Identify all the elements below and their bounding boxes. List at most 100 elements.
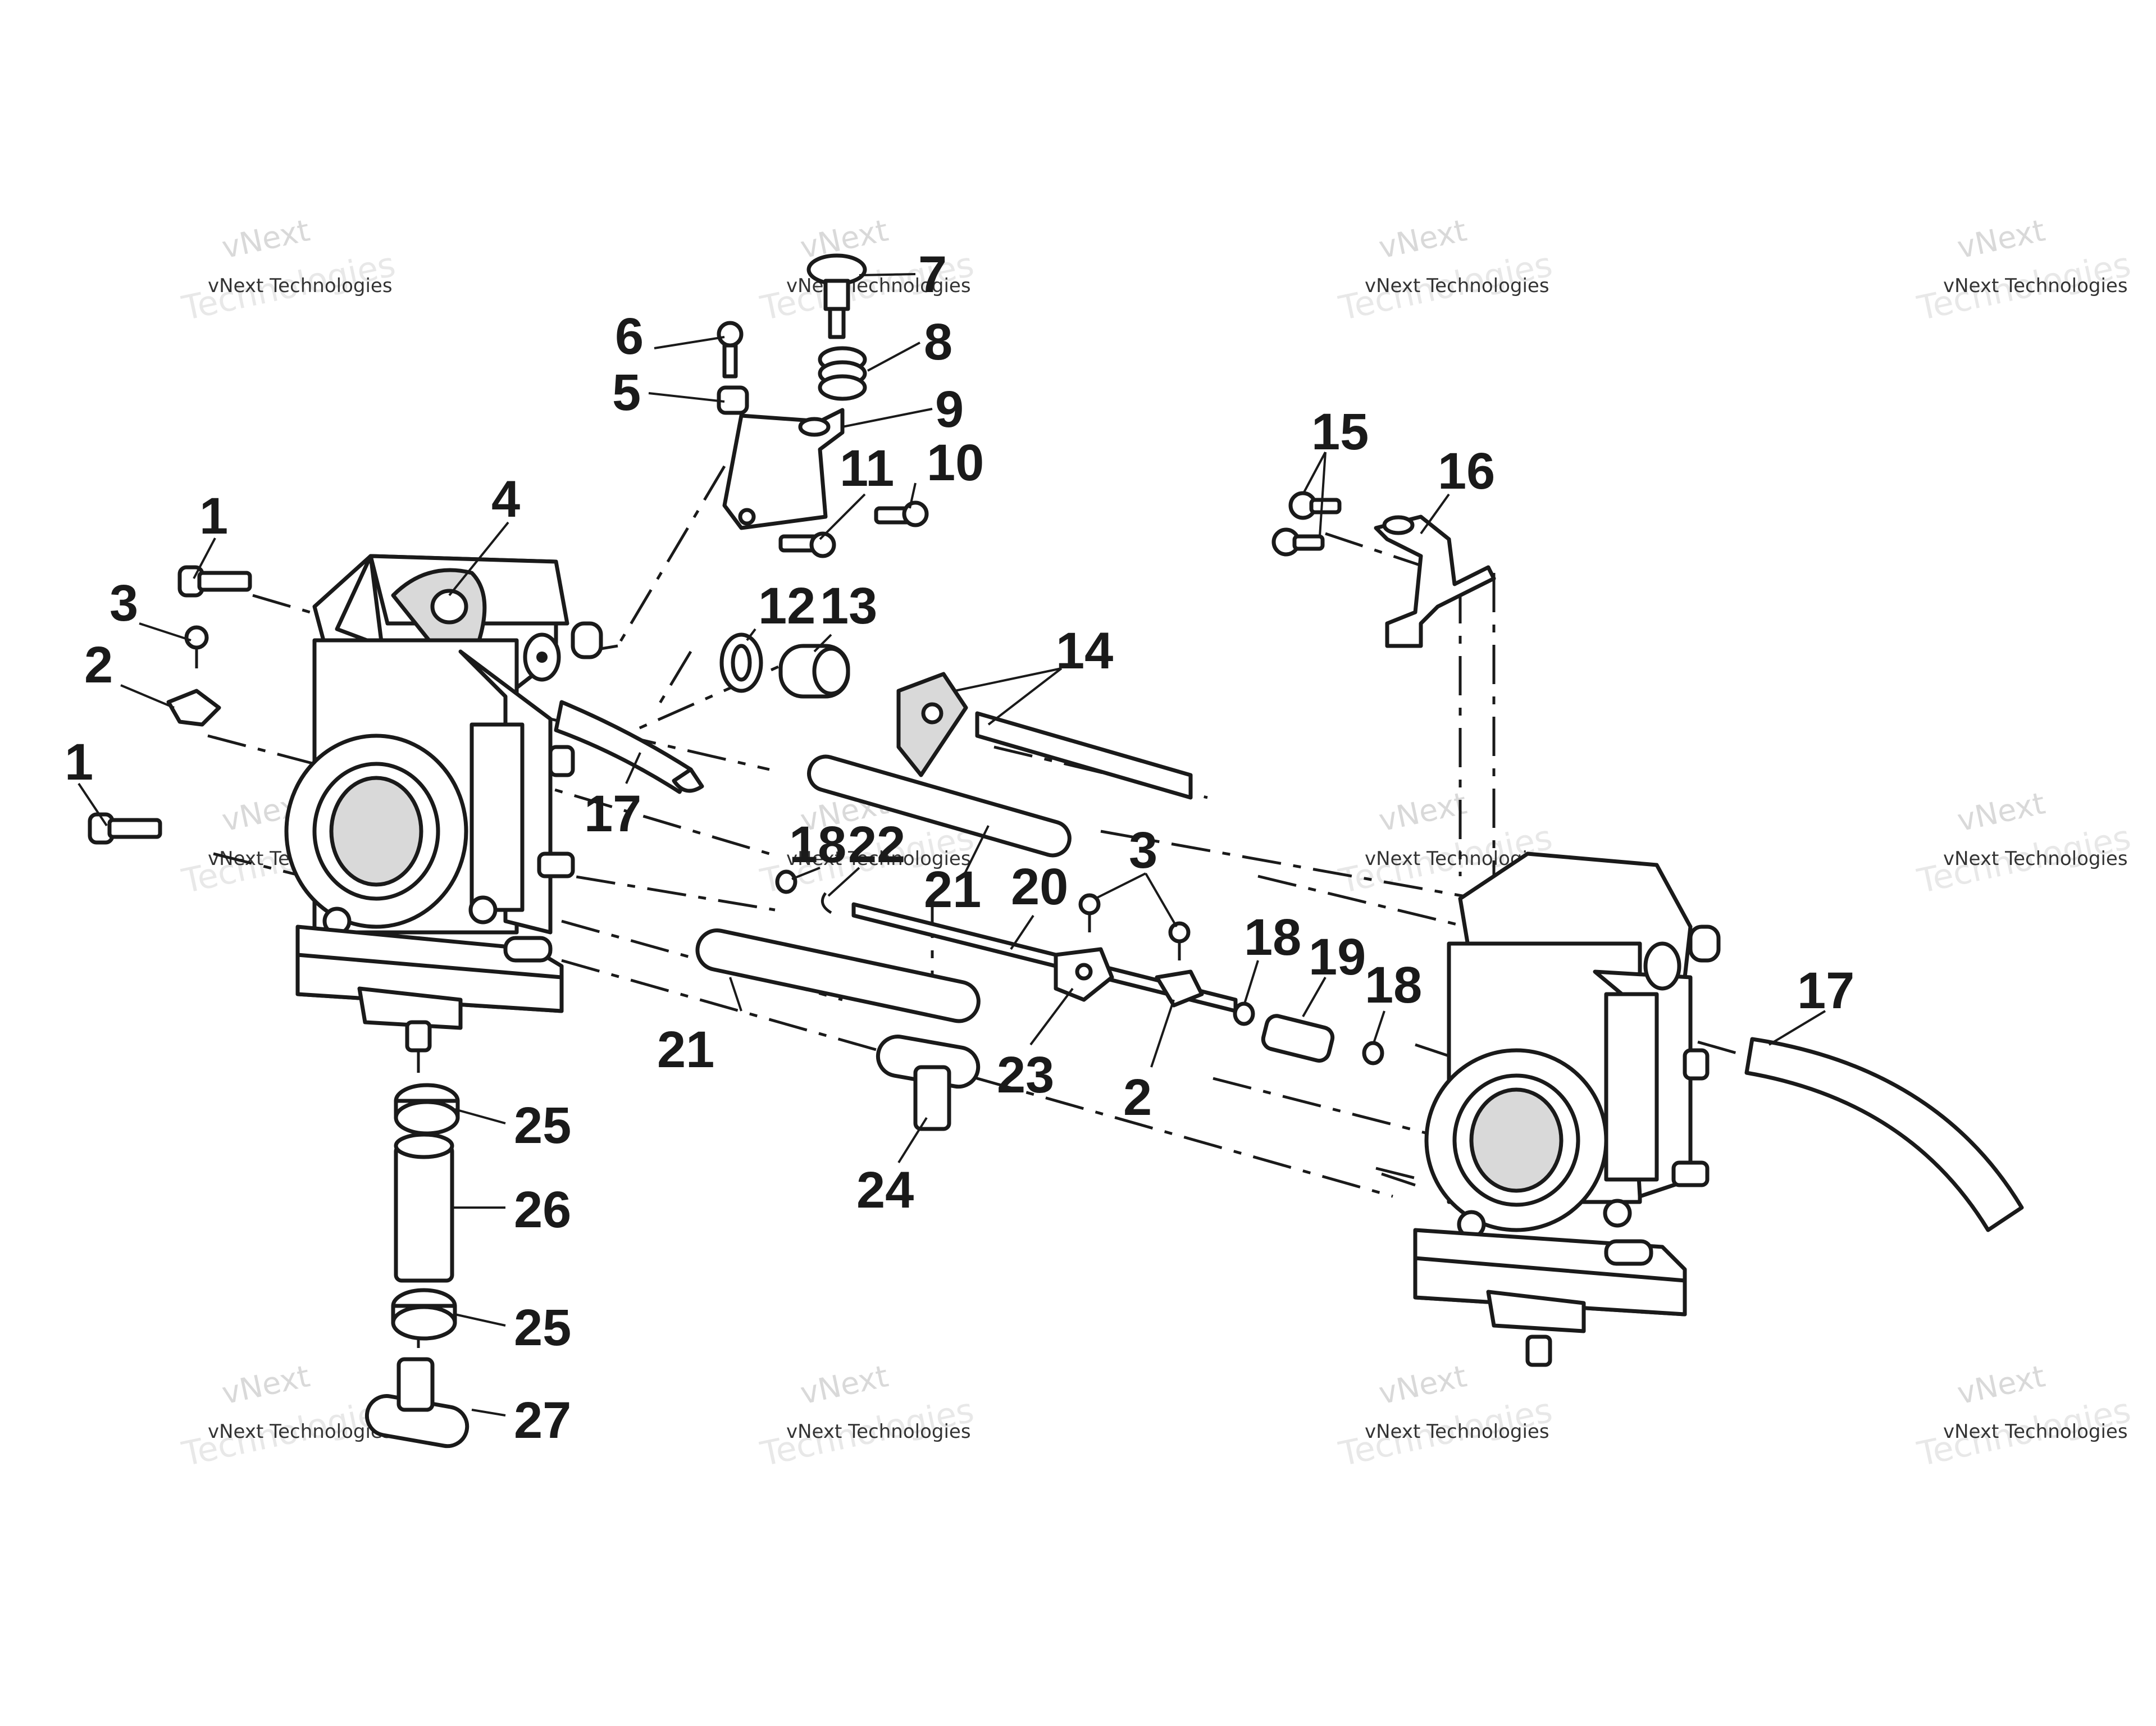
callout-2: 2 — [84, 636, 113, 694]
svg-text:vNext: vNext — [1954, 1358, 2048, 1411]
part-18-washer-right — [1362, 1041, 1384, 1065]
svg-text:vNext Technologies: vNext Technologies — [786, 1420, 971, 1443]
part-25-clamp-lower — [391, 1288, 457, 1341]
svg-text:vNext: vNext — [1376, 785, 1470, 838]
callout-23: 23 — [997, 1046, 1054, 1104]
callout-19: 19 — [1309, 928, 1366, 986]
callout-3: 3 — [110, 575, 138, 632]
watermark: vNext Technologies vNext Technologies — [179, 212, 399, 329]
callout-16: 16 — [1438, 443, 1495, 500]
part-19-spring — [1261, 1014, 1335, 1063]
svg-text:vNext Technologies: vNext Technologies — [1943, 275, 2128, 297]
callout-22: 22 — [848, 816, 905, 873]
part-21-shaft-lower — [695, 928, 981, 1023]
right-carburetor-body — [1413, 851, 1721, 1367]
callout-17: 17 — [584, 785, 641, 842]
callout-15: 15 — [1311, 403, 1369, 461]
part-3-screw-middle-left — [1078, 893, 1101, 932]
part-2-clip-middle — [1155, 969, 1204, 1008]
part-2-clip — [166, 689, 221, 727]
part-17-hose-right — [1744, 1037, 2024, 1232]
part-24-tee-fitting — [876, 1035, 981, 1131]
part-9-bracket — [722, 408, 845, 530]
callout-26: 26 — [514, 1181, 571, 1238]
part-27-tee-fitting — [364, 1357, 470, 1449]
svg-text:vNext Technologies: vNext Technologies — [1943, 848, 2128, 870]
svg-text:vNext Technologies: vNext Technologies — [1943, 1420, 2128, 1443]
svg-text:vNext: vNext — [1954, 212, 2048, 265]
part-22-clip — [821, 892, 832, 914]
svg-text:vNext Technologies: vNext Technologies — [1365, 1420, 1549, 1443]
part-15-screw-upper — [1288, 491, 1342, 520]
svg-text:vNext: vNext — [1376, 1358, 1470, 1411]
part-1-screw-lower — [88, 812, 162, 845]
watermark: vNext Technologies vNext Technologies — [757, 1358, 978, 1474]
part-18-washer-left — [775, 869, 797, 894]
part-16-bracket — [1374, 514, 1496, 648]
part-6-screw — [717, 321, 744, 379]
part-10-screw — [874, 500, 929, 527]
left-carburetor-body — [284, 554, 603, 1053]
callout-21: 21 — [924, 861, 981, 918]
callout-18: 18 — [1244, 909, 1301, 966]
callout-1: 1 — [199, 488, 228, 545]
part-5-spring — [717, 385, 749, 415]
callout-18: 18 — [789, 816, 846, 873]
callout-12: 12 — [758, 577, 815, 635]
callout-9: 9 — [935, 381, 964, 438]
part-1-screw-upper — [177, 565, 252, 598]
leader-lines — [78, 273, 1826, 1417]
svg-text:vNext: vNext — [1954, 785, 2048, 838]
callout-14: 14 — [1056, 622, 1113, 680]
part-21-shaft-upper — [807, 754, 1072, 858]
part-23-lever — [1054, 947, 1114, 1002]
callout-25: 25 — [514, 1097, 571, 1154]
watermark: vNext Technologies vNext Technologies — [1914, 1358, 2135, 1474]
callout-4: 4 — [491, 471, 520, 528]
callout-5: 5 — [612, 364, 641, 421]
part-3-screw-middle-right — [1168, 921, 1191, 960]
part-8-spring — [818, 346, 867, 401]
part-25-clamp-upper — [394, 1083, 460, 1136]
svg-text:vNext Technologies: vNext Technologies — [208, 275, 393, 297]
svg-text:vNext Technologies: vNext Technologies — [208, 1420, 393, 1443]
callout-21: 21 — [657, 1021, 714, 1078]
callout-18: 18 — [1365, 957, 1422, 1014]
callout-8: 8 — [924, 313, 952, 371]
svg-text:vNext: vNext — [219, 212, 313, 265]
callout-17: 17 — [1797, 962, 1854, 1019]
callout-10: 10 — [927, 434, 984, 491]
callout-6: 6 — [615, 308, 644, 365]
part-11-screw — [778, 531, 836, 558]
watermark: vNext Technologies vNext Technologies — [1914, 785, 2135, 901]
svg-text:vNext: vNext — [219, 1358, 313, 1411]
watermark: vNext Technologies vNext Technologies — [1335, 1358, 1556, 1474]
watermark: vNext Technologies vNext Technologies — [1335, 212, 1556, 329]
callout-7: 7 — [918, 246, 947, 303]
svg-text:vNext: vNext — [1376, 212, 1470, 265]
svg-text:vNext: vNext — [797, 1358, 891, 1411]
callout-24: 24 — [856, 1162, 914, 1219]
callout-13: 13 — [820, 577, 877, 635]
svg-text:vNext Technologies: vNext Technologies — [1365, 275, 1549, 297]
part-17-hose-left — [554, 700, 704, 794]
callout-3: 3 — [1129, 822, 1157, 879]
callout-2: 2 — [1123, 1069, 1152, 1126]
part-15-screw-lower — [1271, 527, 1325, 557]
part-18-washer-middle — [1233, 1001, 1255, 1026]
svg-text:vNext Technologies: vNext Technologies — [786, 848, 971, 870]
part-26-hose — [394, 1132, 454, 1283]
callout-27: 27 — [514, 1392, 571, 1449]
callout-11: 11 — [840, 440, 894, 497]
part-12-spring — [719, 632, 763, 693]
callout-1: 1 — [65, 734, 93, 791]
watermark: vNext Technologies vNext Technologies — [1914, 212, 2135, 329]
part-7-screw — [806, 253, 867, 339]
part-3-screw — [184, 625, 209, 668]
callout-25: 25 — [514, 1299, 571, 1356]
part-14-throttle-lever — [896, 672, 1193, 800]
callout-labels: 1 1 2 2 3 3 4 5 6 7 8 9 10 11 12 13 14 1… — [65, 246, 1854, 1449]
callout-20: 20 — [1011, 858, 1068, 916]
part-13-sleeve — [778, 644, 850, 699]
